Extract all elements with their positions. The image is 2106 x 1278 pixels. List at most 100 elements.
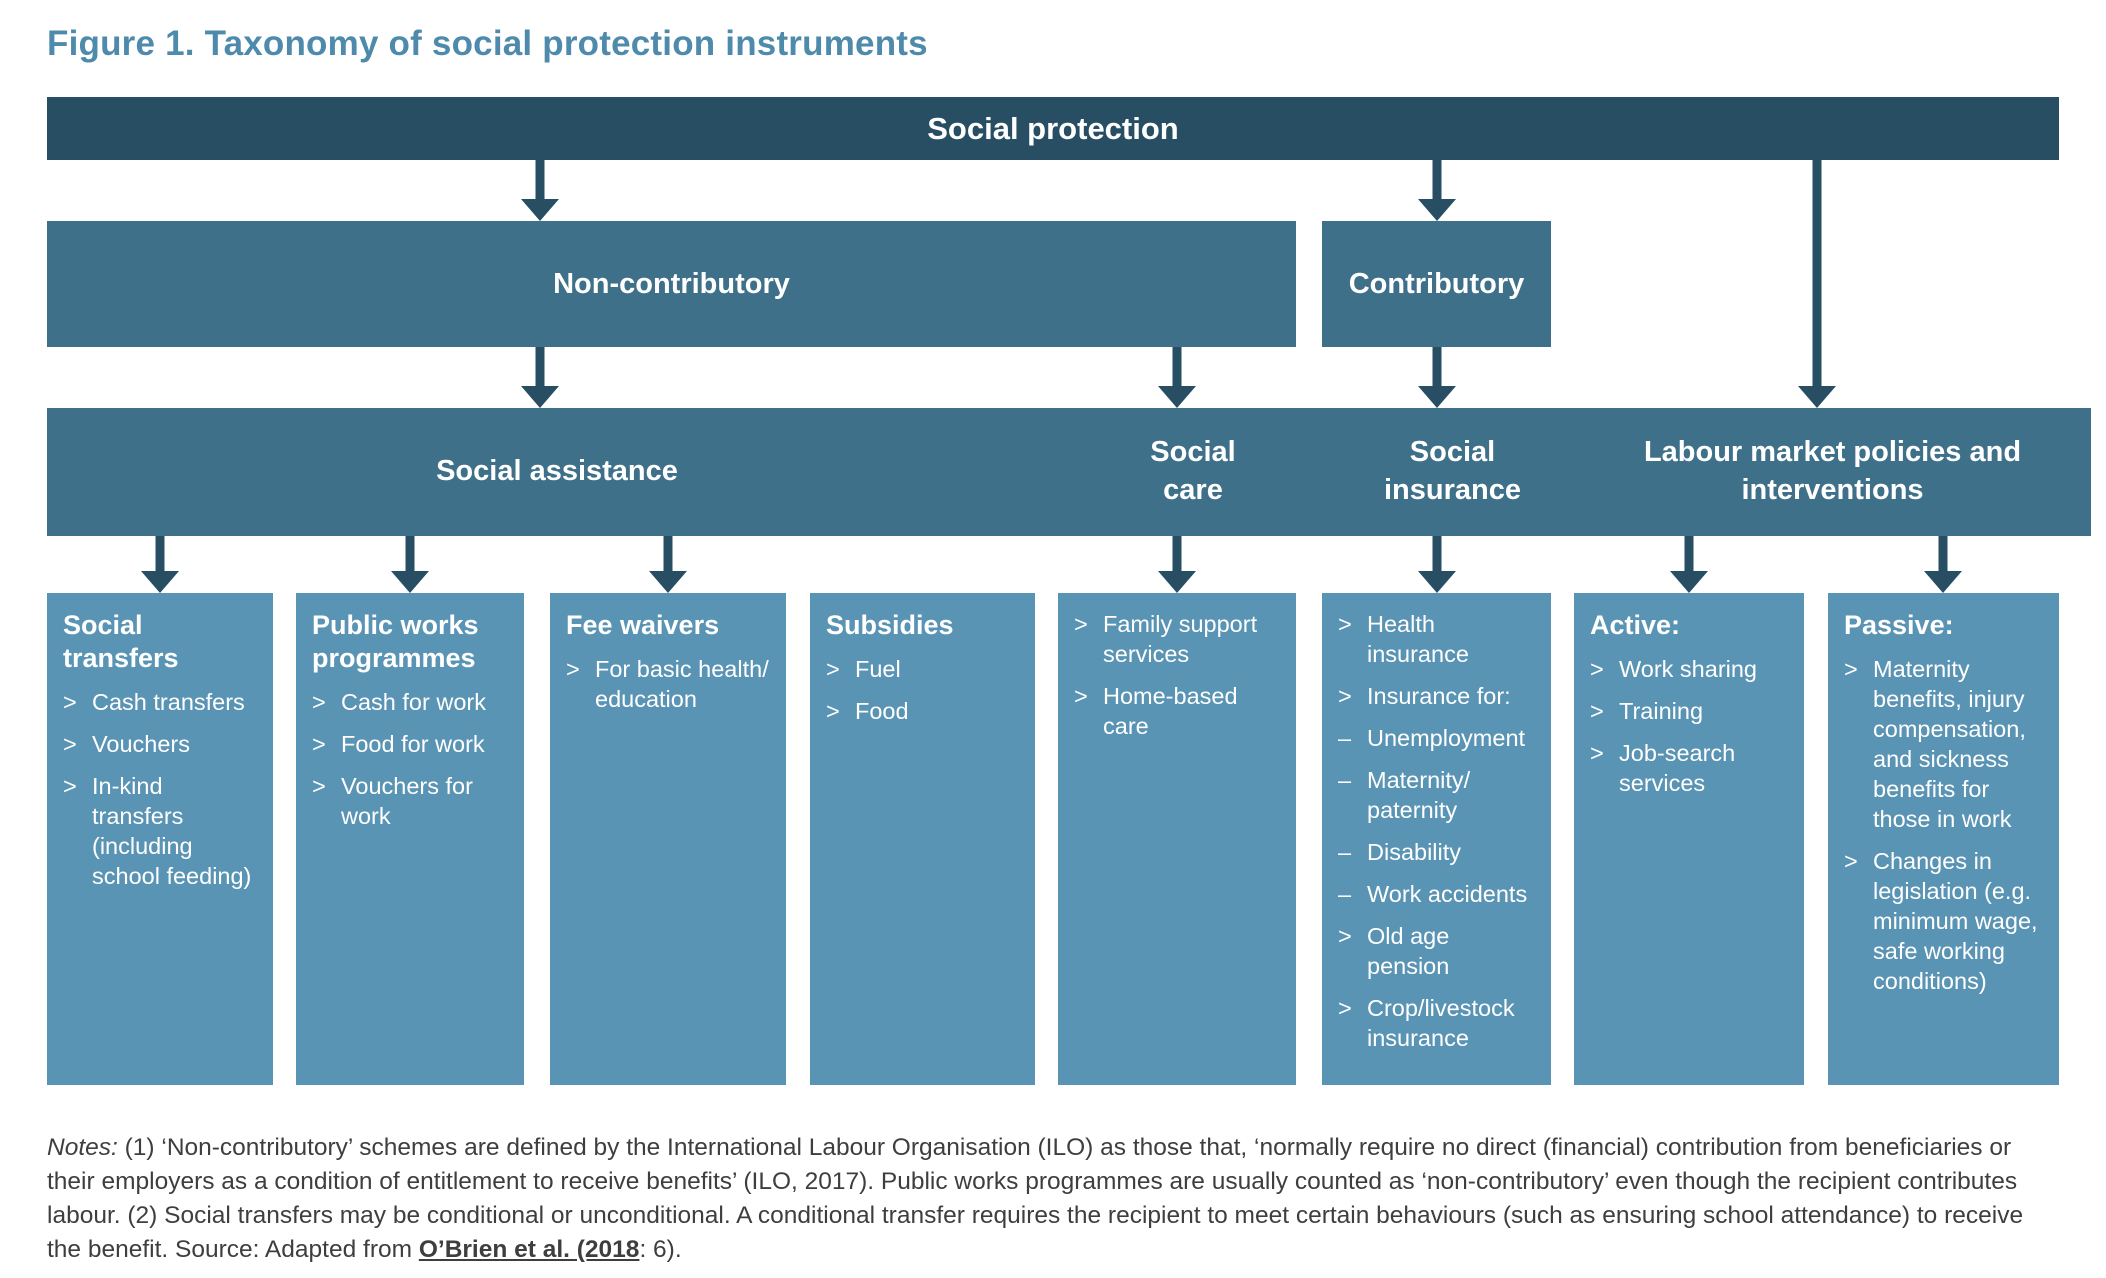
box-label: Non-contributory <box>553 267 790 300</box>
item-marker: > <box>1590 656 1604 682</box>
list-item: – Disability <box>1338 837 1537 867</box>
item-marker: > <box>63 731 77 757</box>
column-public-works: Public works programmes > Cash for work … <box>296 593 524 1085</box>
item-text: Food for work <box>341 731 485 757</box>
item-marker: – <box>1338 725 1352 751</box>
arrow-to-social-assistance <box>521 347 559 408</box>
arrow-root-to-contributory <box>1418 160 1456 221</box>
list-item: > In-kind transfers (including school fe… <box>63 771 259 891</box>
list-item: > Family support services <box>1074 609 1282 669</box>
item-text: Family support services <box>1103 611 1258 667</box>
column-social-transfers: Social transfers > Cash transfers > Vouc… <box>47 593 273 1085</box>
item-marker: – <box>1338 767 1352 793</box>
item-marker: > <box>312 689 326 715</box>
list-item: > Old age pension <box>1338 921 1537 981</box>
notes-suffix: : 6). <box>639 1235 682 1263</box>
column-heading: Subsidies <box>826 610 954 640</box>
box-label: Social assistance <box>436 455 678 488</box>
box-label: Social care <box>1150 436 1236 506</box>
column-heading: Public works programmes <box>312 610 479 673</box>
box-label: Social protection <box>927 110 1179 146</box>
item-text: Disability <box>1367 839 1462 865</box>
item-text: Old age pension <box>1367 923 1450 979</box>
source-link[interactable]: O’Brien et al. (2018 <box>418 1235 640 1263</box>
list-item: > Training <box>1590 696 1790 726</box>
column-fee-waivers: Fee waivers > For basic health/ educatio… <box>550 593 786 1085</box>
item-text: Crop/livestock insurance <box>1367 995 1515 1051</box>
item-text: Training <box>1619 698 1704 724</box>
arrow-to-social-transfers <box>141 536 179 593</box>
arrow-to-social-insurance-list <box>1418 536 1456 593</box>
item-marker: > <box>1338 683 1352 709</box>
column-subsidies: Subsidies > Fuel > Food <box>810 593 1035 1085</box>
item-text: Maternity benefits, injury compensation,… <box>1873 656 2026 832</box>
item-text: Cash for work <box>341 689 486 715</box>
list-item: > Vouchers <box>63 729 259 759</box>
item-marker: – <box>1338 881 1352 907</box>
item-marker: > <box>1590 698 1604 724</box>
box-social-assistance: Social assistance <box>47 408 1067 536</box>
item-marker: > <box>826 656 840 682</box>
list-item: > Food <box>826 696 1021 726</box>
box-social-care: Social care <box>1058 408 1328 536</box>
column-heading: Active: <box>1590 610 1681 640</box>
item-marker: > <box>1590 740 1604 766</box>
item-text: Food <box>855 698 909 724</box>
item-text: Changes in legislation (e.g. minimum wag… <box>1873 848 2038 994</box>
box-label: Contributory <box>1348 267 1525 300</box>
list-item: > Home-based care <box>1074 681 1282 741</box>
figure-title: Figure 1. Taxonomy of social protection … <box>47 24 928 63</box>
list-item: > Food for work <box>312 729 510 759</box>
list-item: > Insurance for: <box>1338 681 1537 711</box>
arrow-root-to-non-contributory <box>521 160 559 221</box>
list-item: > For basic health/ education <box>566 654 772 714</box>
item-marker: > <box>1074 611 1088 637</box>
item-text: Home-based care <box>1103 683 1238 739</box>
item-marker: > <box>63 689 77 715</box>
arrow-to-passive <box>1924 536 1962 593</box>
list-item: > Job-search services <box>1590 738 1790 798</box>
column-social-care-list: > Family support services > Home-based c… <box>1058 593 1296 1085</box>
arrow-to-social-insurance <box>1418 347 1456 408</box>
list-item: > Vouchers for work <box>312 771 510 831</box>
arrow-to-public-works <box>391 536 429 593</box>
column-heading: Passive: <box>1844 610 1954 640</box>
item-marker: > <box>312 773 326 799</box>
list-item: > Health insurance <box>1338 609 1537 669</box>
item-text: Fuel <box>855 656 901 682</box>
item-marker: > <box>63 773 77 799</box>
box-non-contributory: Non-contributory <box>47 221 1296 347</box>
list-item: – Maternity/ paternity <box>1338 765 1537 825</box>
item-text: Job-search services <box>1619 740 1736 796</box>
item-marker: > <box>1338 611 1352 637</box>
list-item: > Maternity benefits, injury compensatio… <box>1844 654 2045 834</box>
item-text: Cash transfers <box>92 689 245 715</box>
column-passive: Passive: > Maternity benefits, injury co… <box>1828 593 2059 1085</box>
item-text: Vouchers for work <box>341 773 473 829</box>
list-item: – Work accidents <box>1338 879 1537 909</box>
list-item: > Cash transfers <box>63 687 259 717</box>
item-text: Insurance for: <box>1367 683 1511 709</box>
item-text: For basic health/ education <box>595 656 769 712</box>
arrow-to-fee-waivers <box>649 536 687 593</box>
arrow-root-to-labour-market <box>1798 160 1836 408</box>
box-social-insurance: Social insurance <box>1322 408 1583 536</box>
list-item: > Crop/livestock insurance <box>1338 993 1537 1053</box>
item-marker: – <box>1338 839 1352 865</box>
box-contributory: Contributory <box>1322 221 1551 347</box>
notes: Notes: (1) ‘Non-contributory’ schemes ar… <box>47 1131 2061 1267</box>
item-marker: > <box>1844 656 1858 682</box>
list-item: > Work sharing <box>1590 654 1790 684</box>
arrow-to-social-care-list <box>1158 536 1196 593</box>
item-marker: > <box>1338 995 1352 1021</box>
item-text: Work sharing <box>1619 656 1758 682</box>
list-item: > Fuel <box>826 654 1021 684</box>
notes-body: (1) ‘Non-contributory’ schemes are defin… <box>47 1133 2024 1263</box>
list-item: – Unemployment <box>1338 723 1537 753</box>
arrow-to-active <box>1670 536 1708 593</box>
item-marker: > <box>1074 683 1088 709</box>
item-marker: > <box>1338 923 1352 949</box>
column-heading: Fee waivers <box>566 610 720 640</box>
item-text: Unemployment <box>1367 725 1526 751</box>
